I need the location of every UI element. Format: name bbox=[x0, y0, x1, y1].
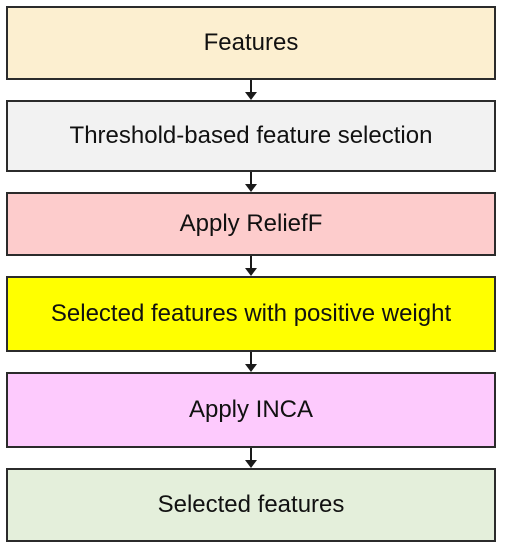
step-label: Threshold-based feature selection bbox=[69, 121, 433, 149]
step-apply-relieff: Apply ReliefF bbox=[6, 192, 496, 256]
arrow-down-icon bbox=[245, 352, 257, 372]
step-label: Selected features bbox=[157, 490, 345, 518]
step-positive-weight-features: Selected features with positive weight bbox=[6, 276, 496, 352]
step-apply-inca: Apply INCA bbox=[6, 372, 496, 448]
arrow-down-icon bbox=[245, 80, 257, 100]
arrow-down-icon bbox=[245, 172, 257, 192]
arrow-down-icon bbox=[245, 448, 257, 468]
arrow-down-icon bbox=[245, 256, 257, 276]
step-label: Apply INCA bbox=[188, 395, 314, 423]
step-label: Features bbox=[203, 28, 299, 56]
step-label: Apply ReliefF bbox=[179, 209, 323, 237]
step-features: Features bbox=[6, 6, 496, 80]
step-selected-features: Selected features bbox=[6, 468, 496, 542]
step-threshold-selection: Threshold-based feature selection bbox=[6, 100, 496, 172]
step-label: Selected features with positive weight bbox=[50, 299, 452, 327]
